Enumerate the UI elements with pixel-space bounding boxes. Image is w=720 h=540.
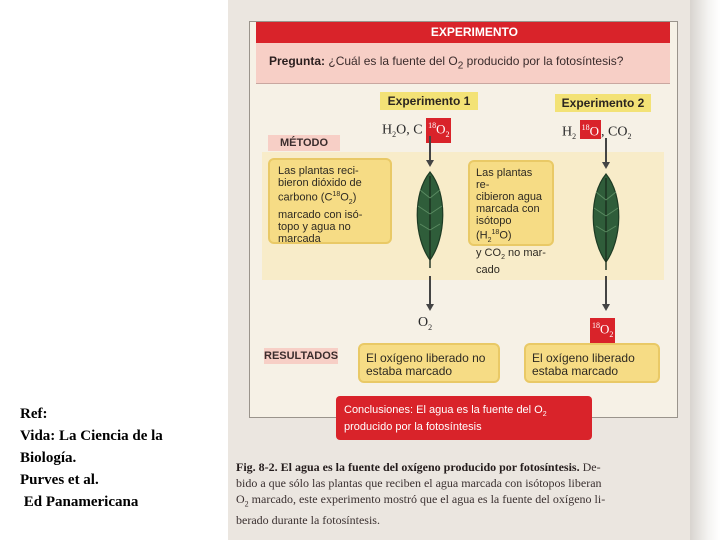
experiment1-reactants: H2O, C 18O2 [382, 118, 452, 143]
m1-o: O [340, 191, 349, 204]
exp1-arrow-bottom [429, 276, 431, 304]
m2-l4: isótopo (H [476, 215, 512, 242]
exp2-arrow-top [605, 138, 607, 162]
caption-o-sub: 2 [244, 499, 249, 509]
experiment1-result-box: El oxígeno liberado no estaba marcado [358, 343, 500, 383]
caption-o: O [236, 492, 245, 506]
exp2-arrowhead-bottom [602, 304, 610, 311]
exp1-mid: O, C [396, 122, 423, 138]
caption-line-b: bido a que sólo las plantas que reciben … [236, 476, 602, 490]
method-label: MÉTODO [268, 135, 340, 151]
m1-sub: 2 [348, 198, 353, 206]
exp1-iso-el: O [436, 121, 446, 137]
exp1-prod-sub: 2 [428, 322, 433, 332]
experiment2-label: Experimento 2 [555, 94, 651, 112]
question-sub: 2 [457, 60, 464, 72]
exp1-arrow-top [429, 136, 431, 160]
reference-block: Ref: Vida: La Ciencia de la Biología. Pu… [20, 403, 163, 513]
question-box: Pregunta: ¿Cuál es la fuente del O2 prod… [256, 43, 670, 84]
exp2-iso-mass: 18 [581, 123, 590, 132]
caption-line-c: marcado, este experimento mostró que el … [248, 492, 606, 506]
exp2-prod-el: O [600, 321, 610, 337]
leaf-icon [592, 173, 620, 270]
exp1-arrowhead-bottom [426, 304, 434, 311]
m2-l1: Las plantas re- [476, 167, 533, 191]
m2-l3: marcada con [476, 203, 540, 215]
figure-header: EXPERIMENTO [256, 22, 670, 43]
exp1-h: H [382, 122, 393, 138]
conclusion-sub: 2 [542, 411, 547, 419]
caption-line-a: De- [579, 460, 601, 474]
exp2-h: H [562, 124, 573, 140]
m1-l5: topo y agua no [278, 220, 351, 233]
experiment2-method-box: Las plantas re- cibieron agua marcada co… [468, 160, 554, 276]
ref-line: Vida: La Ciencia de la [20, 428, 163, 444]
caption-title: Fig. 8-2. El agua es la fuente del oxíge… [236, 460, 580, 474]
question-label: Pregunta: [269, 54, 326, 68]
exp1-iso-mass: 18 [428, 121, 437, 130]
exp2-arrow-bottom [605, 276, 607, 304]
m2-l5: no mar- [504, 246, 546, 259]
experiment2-reactants: H2 18O, CO2 [562, 120, 631, 141]
m2-o: O) [499, 229, 512, 242]
m2-sub: 2 [487, 236, 492, 244]
exp1-iso-sub: 2 [445, 129, 450, 139]
exp1-arrowhead-top [426, 160, 434, 167]
exp2-prod-mass: 18 [592, 321, 600, 330]
question-text-before: ¿Cuál es la fuente del O [328, 54, 458, 68]
experiment2-product: 18O2 [590, 318, 616, 343]
exp1-h-sub: 2 [392, 130, 397, 140]
ref-line: Ed Panamericana [20, 494, 139, 510]
experiment1-method-box: Las plantas reci- bieron dióxido de carb… [268, 158, 392, 245]
m2-co-sub: 2 [501, 254, 505, 262]
caption-line-d: berado durante la fotosíntesis. [236, 513, 380, 528]
ref-line: Biología. [20, 450, 77, 466]
figure-caption: Fig. 8-2. El agua es la fuente del oxíge… [236, 459, 680, 528]
experiment1-product: O2 [418, 315, 432, 332]
page-edge [690, 0, 720, 540]
exp2-prod-sub: 2 [609, 329, 614, 339]
m1-close: ) [352, 191, 357, 204]
m1-l6: marcada [278, 232, 321, 245]
m2-l6: cado [476, 264, 500, 277]
results-label: RESULTADOS [264, 348, 339, 364]
exp2-h-sub: 2 [572, 132, 577, 142]
question-text-after: producido por la fotosíntesis? [463, 54, 624, 68]
exp2-iso-el: O [589, 123, 600, 139]
conclusion-line1: Conclusiones: El agua es la fuente del O [344, 404, 543, 416]
ref-line: Ref: [20, 406, 48, 422]
leaf-icon [416, 171, 444, 268]
exp2-isotope: 18O [579, 120, 602, 140]
exp2-arrowhead-top [602, 162, 610, 169]
m1-sup: 18 [332, 191, 341, 198]
m1-l2: bieron dióxido de [278, 177, 362, 189]
m2-co: y CO [476, 246, 502, 259]
experiment1-label: Experimento 1 [380, 92, 478, 110]
conclusion-line2: producido por la fotosíntesis [344, 421, 482, 434]
exp2-product-isotope: 18O2 [590, 318, 616, 343]
exp2-suffix: , CO [601, 124, 628, 140]
m1-l4: marcado con isó- [278, 208, 363, 221]
experiment2-result-box: El oxígeno liberado estaba marcado [524, 343, 660, 383]
m1-l3: carbono (C [278, 191, 333, 204]
ref-line: Purves et al. [20, 472, 99, 488]
exp2-suffix-sub: 2 [627, 132, 632, 142]
exp1-prod-el: O [418, 315, 429, 330]
m1-l1: Las plantas reci- [278, 165, 359, 177]
m2-sup: 18 [491, 229, 500, 236]
m2-l2: cibieron agua [476, 191, 543, 203]
conclusion-box: Conclusiones: El agua es la fuente del O… [336, 396, 592, 440]
